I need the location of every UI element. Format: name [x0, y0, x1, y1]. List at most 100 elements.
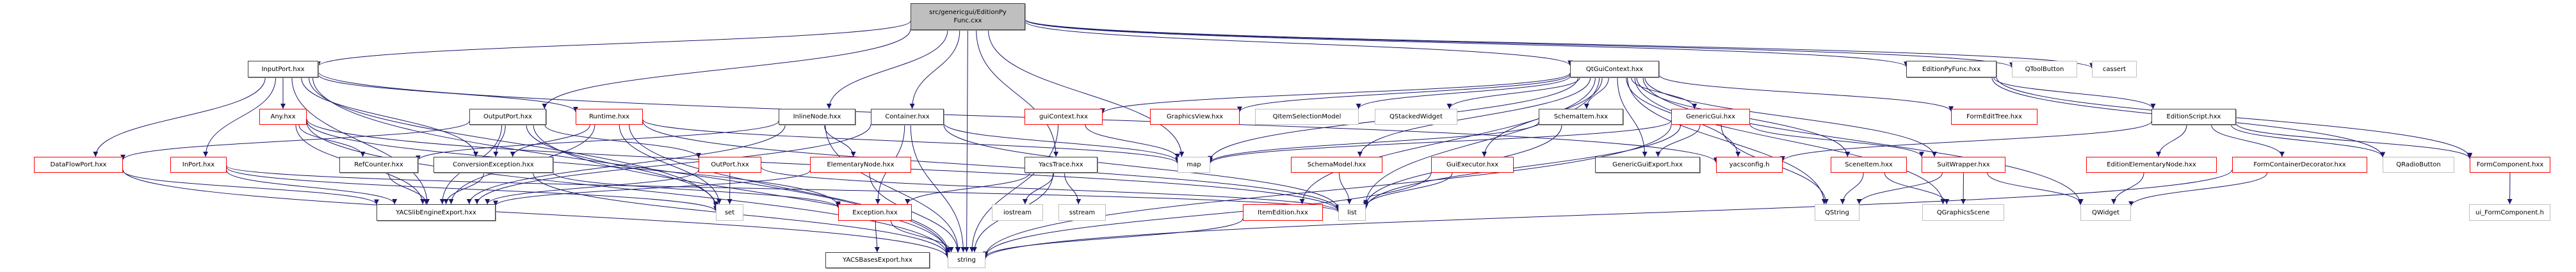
node-outport-hxx[interactable]: OutPort.hxx — [699, 157, 761, 173]
edge-GenericGui-to-SuitWrapper — [1749, 124, 1924, 157]
edge-OutputPort-to-ConversionException — [493, 124, 506, 157]
edge-root-to-InputPort — [316, 20, 911, 67]
edge-YacsTrace-to-sstream — [1064, 172, 1081, 205]
node-graphicsview-hxx[interactable]: GraphicsView.hxx — [1150, 109, 1240, 125]
edge-QtGuiContext-to-ItemEdition — [1299, 77, 1596, 205]
edge-SuitWrapper-to-QWidget — [1987, 172, 2084, 205]
node-root-editionpyfunc-cxx[interactable]: src/genericgui/EditionPy Func.cxx — [911, 3, 1025, 30]
edge-GuiExecutor-to-list — [1363, 172, 1453, 207]
node-qtguicontext-hxx[interactable]: QtGuiContext.hxx — [1570, 61, 1659, 77]
edge-ElementaryNode-to-string — [869, 172, 960, 253]
edge-root-to-Container — [909, 29, 960, 109]
node-container-hxx[interactable]: Container.hxx — [871, 109, 944, 125]
node-ui-formcomponent-h: ui_FormComponent.h — [2469, 204, 2550, 221]
edge-Container-to-YACSlibEngineExport — [474, 124, 871, 205]
edge-GenericGui-to-list — [1363, 124, 1681, 209]
node-sceneitem-hxx[interactable]: SceneItem.hxx — [1831, 157, 1907, 173]
node-sstream: sstream — [1058, 204, 1106, 221]
node-conversionexception-hxx[interactable]: ConversionException.hxx — [433, 157, 553, 173]
node-runtime-hxx[interactable]: Runtime.hxx — [576, 109, 643, 125]
node-editionelementarynode-hxx[interactable]: EditionElementaryNode.hxx — [2086, 157, 2217, 173]
edge-root-to-cassert — [1025, 19, 2094, 68]
edge-ConversionException-to-Exception — [553, 172, 841, 209]
node-cassert: cassert — [2092, 61, 2137, 77]
node-exception-hxx[interactable]: Exception.hxx — [838, 204, 912, 221]
node-refcounter-hxx[interactable]: RefCounter.hxx — [339, 157, 418, 173]
edge-QtGuiContext-to-QStackedWidget — [1446, 77, 1580, 109]
node-outputport-hxx[interactable]: OutputPort.hxx — [469, 109, 546, 125]
edge-InPort-to-list — [226, 165, 1341, 212]
node-any-hxx[interactable]: Any.hxx — [259, 109, 307, 125]
edge-DataFlowPort-to-YACSlibEngineExport — [122, 170, 379, 205]
edge-DataFlowPort-to-string — [122, 169, 950, 259]
edge-Any-to-string — [306, 122, 950, 257]
node-qtoolbutton: QToolButton — [2012, 61, 2077, 77]
edge-Container-to-map — [943, 122, 1180, 163]
node-editionscript-hxx[interactable]: EditionScript.hxx — [2151, 109, 2236, 125]
edge-InPort-to-YACSlibEngineExport — [226, 170, 398, 205]
edge-root-to-OutputPort — [542, 29, 911, 109]
edge-QtGuiContext-to-list — [1363, 77, 1600, 205]
edge-guiContext-to-string — [969, 124, 1059, 253]
node-yacslibengineexport-hxx[interactable]: YACSlibEngineExport.hxx — [377, 204, 496, 221]
edge-QtGuiContext-to-GenericGuiExport — [1617, 77, 1648, 157]
node-dataflowport-hxx[interactable]: DataFlowPort.hxx — [34, 157, 123, 173]
edge-InlineNode-to-ElementaryNode — [823, 124, 856, 157]
edge-QtGuiContext-to-SchemaItem — [1584, 77, 1609, 109]
edge-EditionPyFuncHxx-to-EditionScript — [1993, 77, 2156, 109]
node-inlinenode-hxx[interactable]: InlineNode.hxx — [779, 109, 855, 125]
node-schemamodel-hxx[interactable]: SchemaModel.hxx — [1291, 157, 1382, 173]
edge-InputPort-to-yacsconfig — [318, 71, 1719, 163]
node-guicontext-hxx[interactable]: guiContext.hxx — [1025, 109, 1103, 125]
node-schemaitem-hxx[interactable]: SchemaItem.hxx — [1539, 109, 1623, 125]
edge-GenericGui-to-map — [1208, 120, 1672, 164]
node-itemedition-hxx[interactable]: ItemEdition.hxx — [1243, 204, 1323, 221]
node-qwidget: QWidget — [2080, 204, 2131, 221]
edge-QtGuiContext-to-QItemSelectionModel — [1356, 76, 1571, 109]
edge-OutputPort-to-string — [533, 124, 950, 255]
edge-OutputPort-to-OutPort — [544, 124, 701, 159]
node-editionpyfunc-hxx[interactable]: EditionPyFunc.hxx — [1906, 61, 1997, 77]
node-suitwrapper-hxx[interactable]: SuitWrapper.hxx — [1922, 157, 2005, 173]
edge-EditionScript-to-yacsconfig — [1780, 121, 2152, 162]
node-formcontainerdecorator-hxx[interactable]: FormContainerDecorator.hxx — [2232, 157, 2367, 173]
node-guiexecutor-hxx[interactable]: GuiExecutor.hxx — [1431, 157, 1514, 173]
edge-root-to-map — [988, 29, 1185, 157]
node-list: list — [1338, 204, 1366, 221]
edge-QtGuiContext-to-GraphicsView — [1237, 74, 1571, 112]
edge-InputPort-to-YACSlibEngineExport — [291, 77, 430, 205]
edge-GuiExecutor-to-string — [983, 172, 1432, 257]
edge-EditionElementaryNode-to-QWidget — [2110, 172, 2144, 205]
node-formedittree-hxx[interactable]: FormEditTree.hxx — [1951, 109, 2037, 125]
edge-Exception-to-YACSBasesExport — [874, 220, 880, 253]
node-yacsbasesexport-hxx[interactable]: YACSBasesExport.hxx — [825, 252, 930, 268]
edge-RefCounter-to-YACSlibEngineExport — [388, 172, 429, 205]
edge-Any-to-Exception — [306, 120, 841, 207]
edge-SceneItem-to-QGraphicsScene — [1884, 172, 1950, 205]
node-qgraphicsscene: QGraphicsScene — [1922, 204, 2004, 221]
edge-FormContainerDecorator-to-QWidget — [2128, 172, 2268, 207]
node-yacstrace-hxx[interactable]: YacsTrace.hxx — [1025, 157, 1098, 173]
edge-GenericGui-to-string — [983, 124, 1672, 257]
edge-QtGuiContext-to-QString — [1627, 77, 1827, 205]
edge-Container-to-string — [910, 124, 966, 253]
edge-YacsTrace-to-Exception — [905, 172, 1030, 205]
edge-EditionScript-to-QRadioButton — [2231, 124, 2385, 157]
node-genericguiexport-hxx[interactable]: GenericGuiExport.hxx — [1595, 157, 1700, 173]
node-formcomponent-hxx[interactable]: FormComponent.hxx — [2470, 157, 2550, 173]
node-yacsconfig-h[interactable]: yacsconfig.h — [1716, 157, 1783, 173]
node-genericgui-hxx[interactable]: GenericGui.hxx — [1671, 109, 1750, 125]
node-string: string — [948, 252, 985, 268]
node-set: set — [716, 204, 743, 221]
edge-QtGuiContext-to-QGraphicsScene — [1634, 77, 1946, 205]
edge-ItemEdition-to-string — [983, 218, 1243, 258]
edge-QtGuiContext-to-FormEditTree — [1658, 74, 1954, 112]
edge-OutputPort-to-DataFlowPort — [120, 121, 470, 160]
edge-InlineNode-to-RefCounter — [416, 120, 779, 161]
edge-QtGuiContext-to-guiContext — [1100, 72, 1571, 114]
node-inputport-hxx[interactable]: InputPort.hxx — [248, 61, 318, 77]
node-inport-hxx[interactable]: InPort.hxx — [170, 157, 227, 173]
node-elementarynode-hxx[interactable]: ElementaryNode.hxx — [810, 157, 911, 173]
